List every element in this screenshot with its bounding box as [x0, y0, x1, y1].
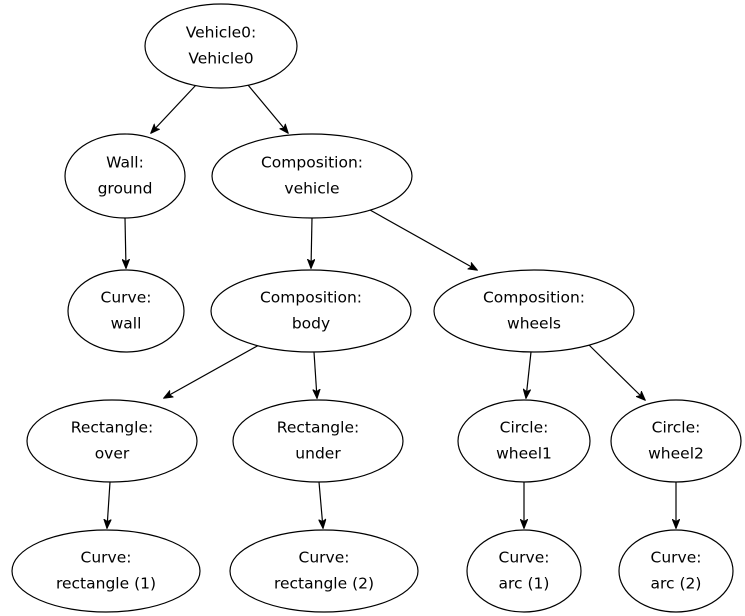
node-label-type-curve_arc_2: Curve:	[651, 549, 702, 567]
graph-edge-rectangle_over-to-curve_rectangle_1	[107, 481, 110, 528]
node-label-type-composition_wheels: Composition:	[483, 289, 585, 307]
node-label-name-circle_wheel2: wheel2	[648, 445, 704, 463]
graph-edge-wall_ground-to-curve_wall	[125, 217, 126, 268]
node-label-name-curve_arc_2: arc (2)	[651, 575, 702, 593]
node-label-name-vehicle0: Vehicle0	[188, 50, 253, 68]
node-label-type-curve_wall: Curve:	[101, 289, 152, 307]
graph-edge-composition_vehicle-to-composition_body	[311, 217, 312, 268]
graph-node-rectangle_over[interactable]: Rectangle: over	[26, 399, 198, 483]
node-label-name-curve_rectangle_2: rectangle (2)	[274, 575, 374, 593]
node-ellipse-circle_wheel1[interactable]	[457, 399, 591, 483]
node-label-type-vehicle0: Vehicle0:	[186, 24, 257, 42]
node-label-type-composition_body: Composition:	[260, 289, 362, 307]
node-label-name-rectangle_under: under	[295, 445, 341, 463]
node-ellipse-rectangle_over[interactable]	[26, 399, 198, 483]
node-label-name-curve_rectangle_1: rectangle (1)	[56, 575, 156, 593]
graph-node-composition_vehicle[interactable]: Composition: vehicle	[211, 133, 413, 219]
graph-edge-composition_vehicle-to-composition_wheels	[369, 209, 477, 270]
node-label-type-curve_arc_1: Curve:	[499, 549, 550, 567]
node-label-name-composition_body: body	[292, 315, 330, 333]
node-ellipse-curve_wall[interactable]	[67, 269, 185, 353]
graph-node-rectangle_under[interactable]: Rectangle: under	[232, 399, 404, 483]
node-ellipse-curve_arc_1[interactable]	[466, 529, 582, 613]
node-ellipse-composition_wheels[interactable]	[433, 269, 635, 353]
graph-node-circle_wheel2[interactable]: Circle: wheel2	[610, 399, 742, 483]
edges-layer	[107, 84, 676, 528]
graph-node-circle_wheel1[interactable]: Circle: wheel1	[457, 399, 591, 483]
node-label-name-curve_arc_1: arc (1)	[499, 575, 550, 593]
graph-node-curve_wall[interactable]: Curve: wall	[67, 269, 185, 353]
graph-node-wall_ground[interactable]: Wall: ground	[64, 133, 186, 219]
graph-node-composition_body[interactable]: Composition: body	[210, 269, 412, 353]
node-label-name-curve_wall: wall	[111, 315, 142, 333]
nodes-layer: Vehicle0:Vehicle0Wall:groundComposition:…	[11, 3, 742, 613]
node-label-type-circle_wheel2: Circle:	[652, 419, 701, 437]
node-ellipse-curve_arc_2[interactable]	[618, 529, 734, 613]
graph-node-curve_rectangle_1[interactable]: Curve: rectangle (1)	[11, 529, 201, 613]
graph-node-vehicle0[interactable]: Vehicle0: Vehicle0	[144, 3, 298, 89]
graph-edge-composition_wheels-to-circle_wheel2	[588, 344, 645, 400]
node-ellipse-curve_rectangle_1[interactable]	[11, 529, 201, 613]
graph-node-curve_rectangle_2[interactable]: Curve: rectangle (2)	[229, 529, 419, 613]
graph-node-curve_arc_2[interactable]: Curve: arc (2)	[618, 529, 734, 613]
node-label-type-composition_vehicle: Composition:	[261, 154, 363, 172]
graph-edge-composition_body-to-rectangle_over	[164, 344, 260, 398]
node-ellipse-rectangle_under[interactable]	[232, 399, 404, 483]
node-ellipse-circle_wheel2[interactable]	[610, 399, 742, 483]
graph-node-curve_arc_1[interactable]: Curve: arc (1)	[466, 529, 582, 613]
graph-node-composition_wheels[interactable]: Composition: wheels	[433, 269, 635, 353]
node-label-name-wall_ground: ground	[98, 180, 153, 198]
node-label-type-rectangle_over: Rectangle:	[71, 419, 153, 437]
node-ellipse-composition_vehicle[interactable]	[211, 133, 413, 219]
node-label-name-composition_vehicle: vehicle	[284, 180, 339, 198]
graph-edge-vehicle0-to-wall_ground	[151, 84, 197, 133]
node-label-type-wall_ground: Wall:	[106, 154, 144, 172]
node-label-name-circle_wheel1: wheel1	[496, 445, 552, 463]
node-label-type-circle_wheel1: Circle:	[500, 419, 549, 437]
node-ellipse-vehicle0[interactable]	[144, 3, 298, 89]
node-label-type-curve_rectangle_2: Curve:	[299, 549, 350, 567]
node-ellipse-composition_body[interactable]	[210, 269, 412, 353]
node-label-name-composition_wheels: wheels	[507, 315, 561, 333]
node-ellipse-curve_rectangle_2[interactable]	[229, 529, 419, 613]
graph-edge-rectangle_under-to-curve_rectangle_2	[319, 481, 323, 528]
graph-edge-composition_body-to-rectangle_under	[314, 351, 317, 398]
node-ellipse-wall_ground[interactable]	[64, 133, 186, 219]
node-label-type-rectangle_under: Rectangle:	[277, 419, 359, 437]
node-label-name-rectangle_over: over	[95, 445, 130, 463]
graph-edge-vehicle0-to-composition_vehicle	[247, 84, 288, 133]
graph-edge-composition_wheels-to-circle_wheel1	[526, 351, 532, 398]
node-label-type-curve_rectangle_1: Curve:	[81, 549, 132, 567]
